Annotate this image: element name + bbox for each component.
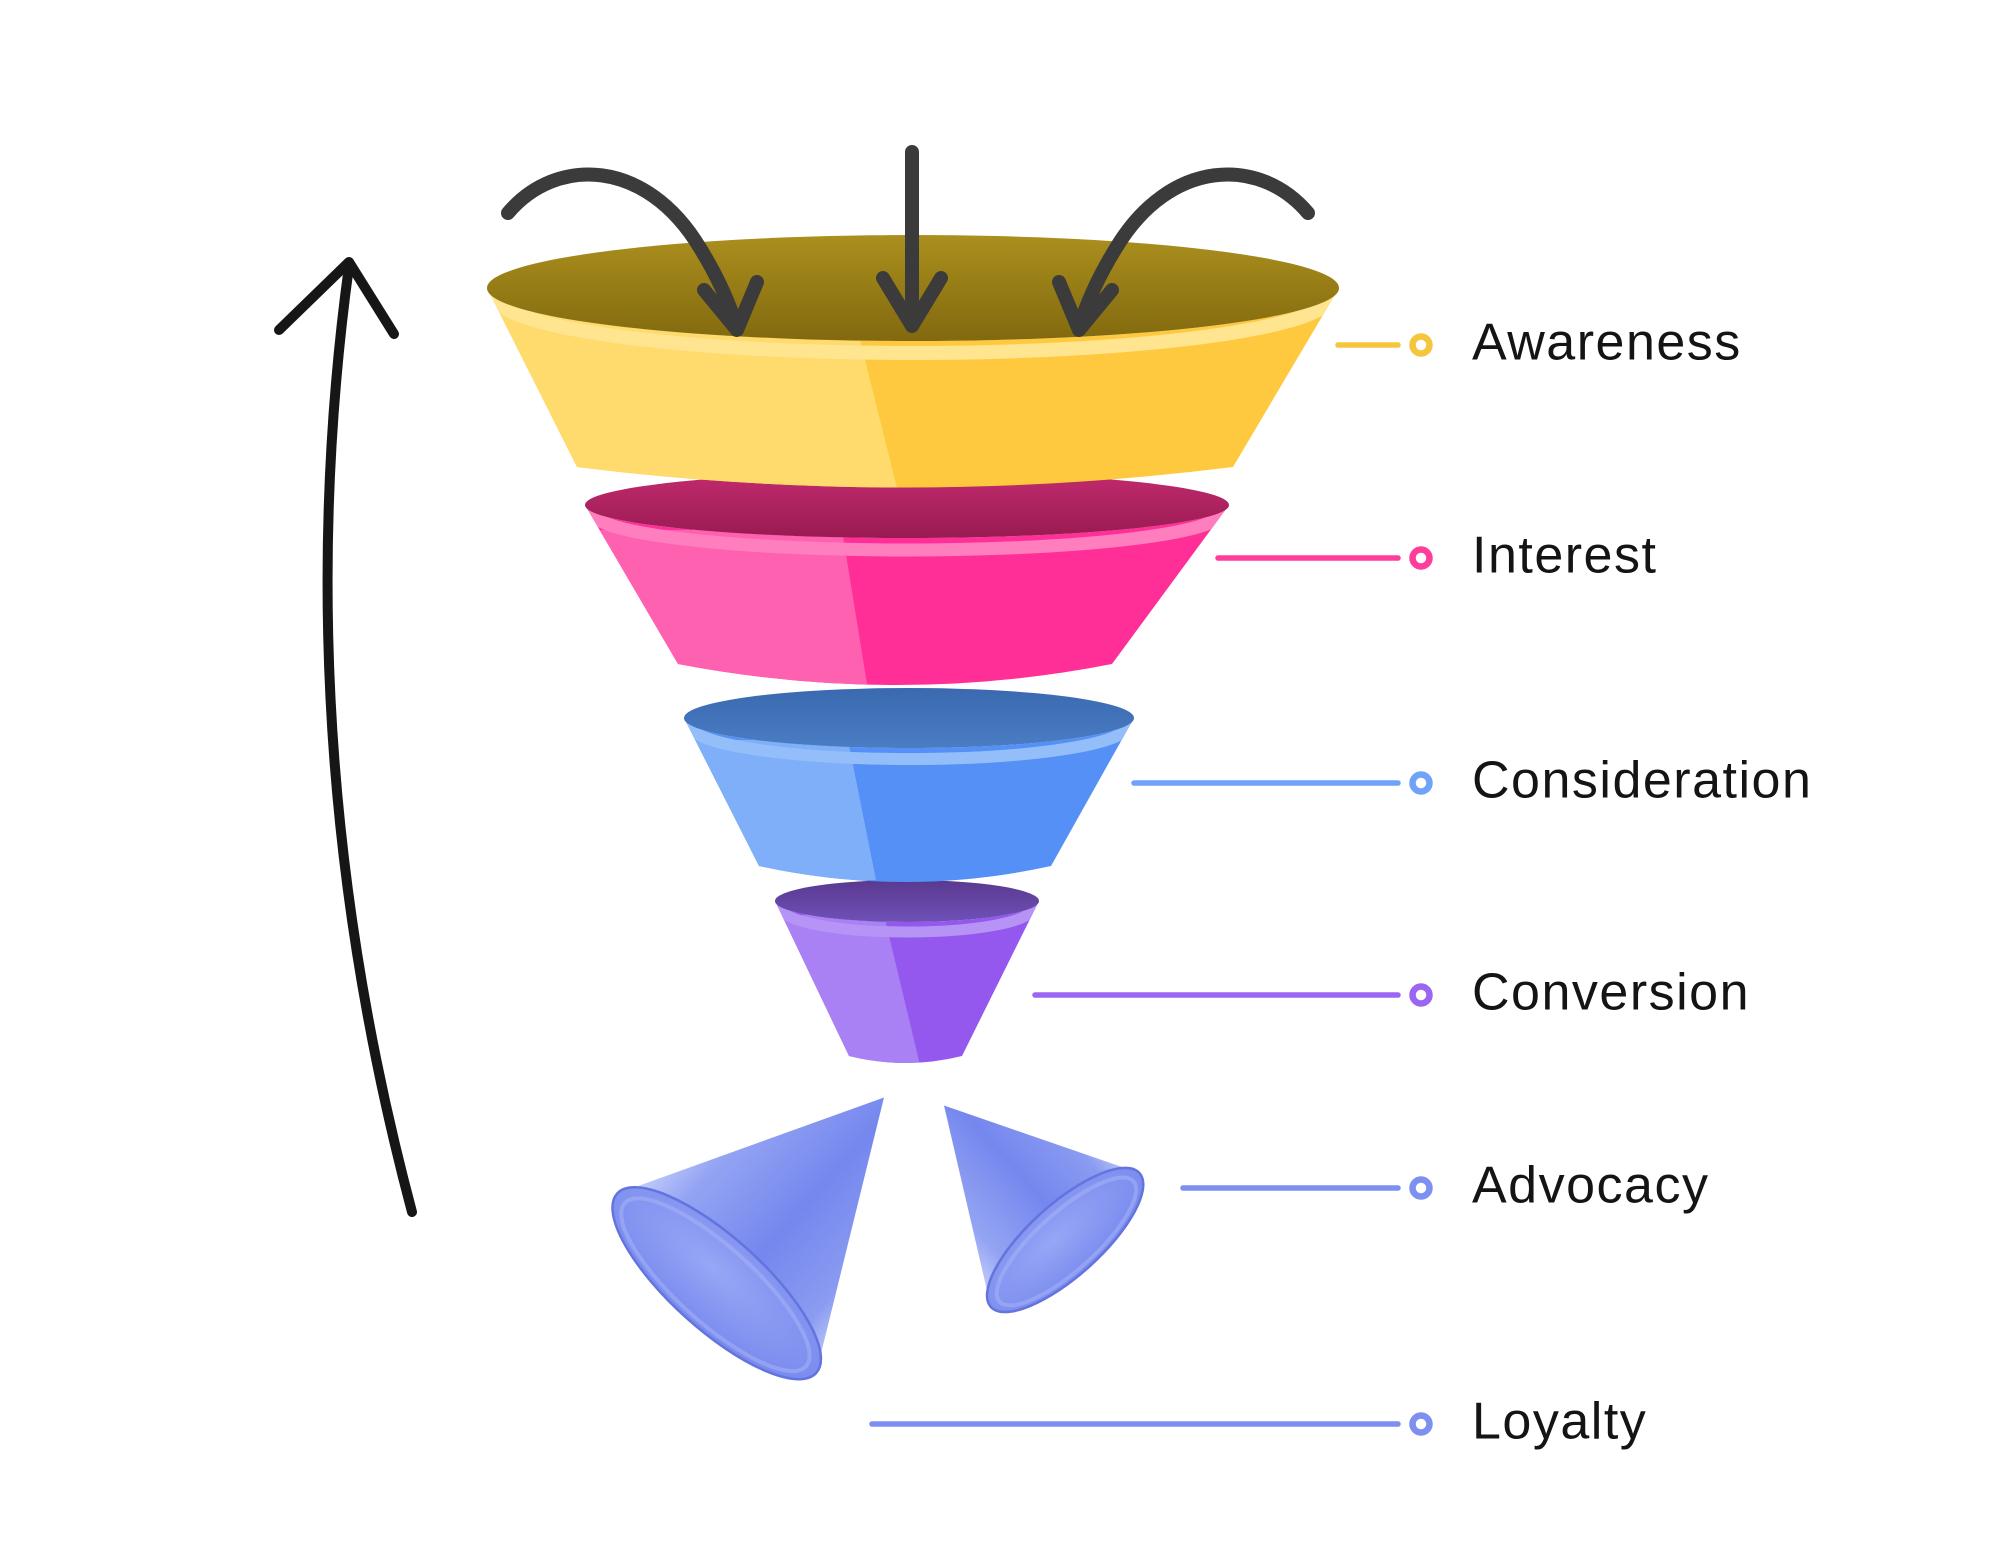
stage-label-conversion: Conversion (1472, 963, 1751, 1022)
stage-label-loyalty: Loyalty (1472, 1392, 1648, 1451)
stage-label-interest: Interest (1472, 526, 1658, 585)
feedback-loop-arrow-icon (274, 257, 417, 1217)
stage-label-advocacy: Advocacy (1472, 1156, 1710, 1215)
inflow-arrows (501, 145, 1315, 337)
ring-marker-interest-icon (1409, 546, 1433, 570)
stage-label-consideration: Consideration (1472, 751, 1813, 810)
cone-right (944, 1105, 1145, 1314)
inflow-arrow-left-icon (501, 167, 764, 337)
ring-marker-awareness-icon (1409, 333, 1433, 357)
stage-leaders (869, 333, 1433, 1436)
inflow-arrow-center-icon (876, 145, 948, 333)
inflow-arrow-right-icon (1052, 167, 1315, 337)
ring-marker-conversion-icon (1409, 983, 1433, 1007)
cone-left (611, 1097, 884, 1381)
funnel-segment-consideration (684, 688, 1134, 882)
funnel-segment-conversion (775, 880, 1039, 1063)
funnel-segment-interest (585, 472, 1229, 685)
ring-marker-advocacy-icon (1409, 1176, 1433, 1200)
stage-label-awareness: Awareness (1472, 313, 1742, 372)
ring-marker-loyalty-icon (1409, 1412, 1433, 1436)
ring-marker-consideration-icon (1409, 771, 1433, 795)
